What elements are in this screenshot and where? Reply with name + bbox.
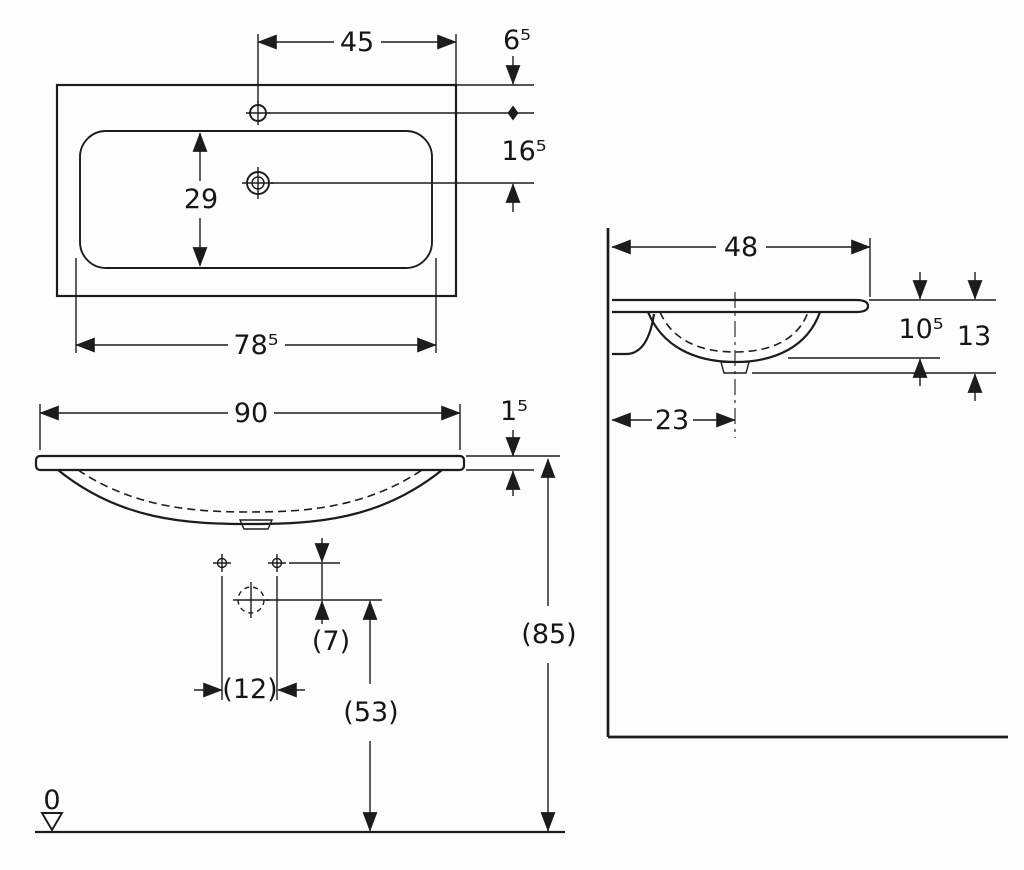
dim-label-overall-width: 90 <box>234 398 268 429</box>
dim-label-basin-width: 78⁵ <box>233 330 278 361</box>
dim-label-overall-depth: 48 <box>724 232 758 263</box>
dim-drain-height: (53) <box>266 599 399 832</box>
dim-label-overall-height: 13 <box>957 321 991 352</box>
front-drain-hole-icon <box>233 582 269 618</box>
dim-basin-width: 78⁵ <box>75 258 437 361</box>
side-rim <box>612 298 870 314</box>
fixing-hole-icon-left <box>213 554 231 572</box>
front-drain-fitting <box>238 519 274 530</box>
dim-label-front-edge-height: 10⁵ <box>898 314 943 345</box>
dim-label-tap-to-edge: 45 <box>340 27 374 58</box>
fixing-hole-icon-right <box>268 554 286 572</box>
dim-label-basin-depth: 29 <box>184 184 218 215</box>
side-basin-profile <box>646 311 822 364</box>
drain-hole-icon <box>242 167 274 199</box>
dimension-point-diamond <box>507 105 519 121</box>
front-basin-profile <box>57 469 443 526</box>
dim-tap-to-drain: 16⁵ <box>271 136 547 212</box>
side-view: 48 10⁵ 13 23 <box>606 228 1008 739</box>
dim-label-drain-height: (53) <box>343 697 398 728</box>
dim-overall-height: 13 <box>752 272 996 401</box>
dim-label-drain-offset: (7) <box>312 626 350 657</box>
plan-outline <box>55 83 458 298</box>
datum-triangle-icon <box>40 812 64 832</box>
dim-basin-depth: 29 <box>184 132 218 267</box>
mounting-bracket <box>612 313 656 356</box>
dim-tap-to-edge: 45 <box>257 27 457 103</box>
dim-label-drain-from-wall: 23 <box>655 405 689 436</box>
dim-front-edge-height: 10⁵ <box>788 272 944 386</box>
dim-label-fixing-hole-spacing: (12) <box>222 674 277 705</box>
front-basin-hidden-profile <box>77 469 423 513</box>
dim-label-rim-height: (85) <box>521 619 576 650</box>
dim-fixing-hole-spacing: (12) <box>194 576 305 705</box>
dim-rim-height: (85) <box>521 458 577 832</box>
dim-overall-depth: 48 <box>611 232 871 297</box>
datum-label: 0 <box>43 785 60 816</box>
dim-label-tap-to-drain: 16⁵ <box>501 136 546 167</box>
plan-view: 45 6⁵ 16⁵ 29 78⁵ <box>55 25 547 361</box>
dim-tap-from-top: 6⁵ <box>268 25 534 121</box>
front-rim <box>34 454 466 472</box>
side-drain-fitting <box>720 361 750 374</box>
dim-rim-thickness: 1⁵ <box>466 396 560 496</box>
datum-marker: 0 <box>35 785 565 834</box>
plan-basin-outline <box>79 130 433 269</box>
dim-drain-from-wall: 23 <box>611 405 736 436</box>
dim-label-rim-thickness: 1⁵ <box>500 396 528 427</box>
front-view: 90 1⁵ (7) (12) (53) <box>34 396 577 834</box>
side-basin-hidden-profile <box>659 311 809 353</box>
dim-overall-width: 90 <box>39 398 461 450</box>
tap-hole-icon <box>246 101 270 125</box>
dim-drain-offset: (7) <box>289 538 350 657</box>
dim-label-tap-from-top: 6⁵ <box>503 25 531 56</box>
